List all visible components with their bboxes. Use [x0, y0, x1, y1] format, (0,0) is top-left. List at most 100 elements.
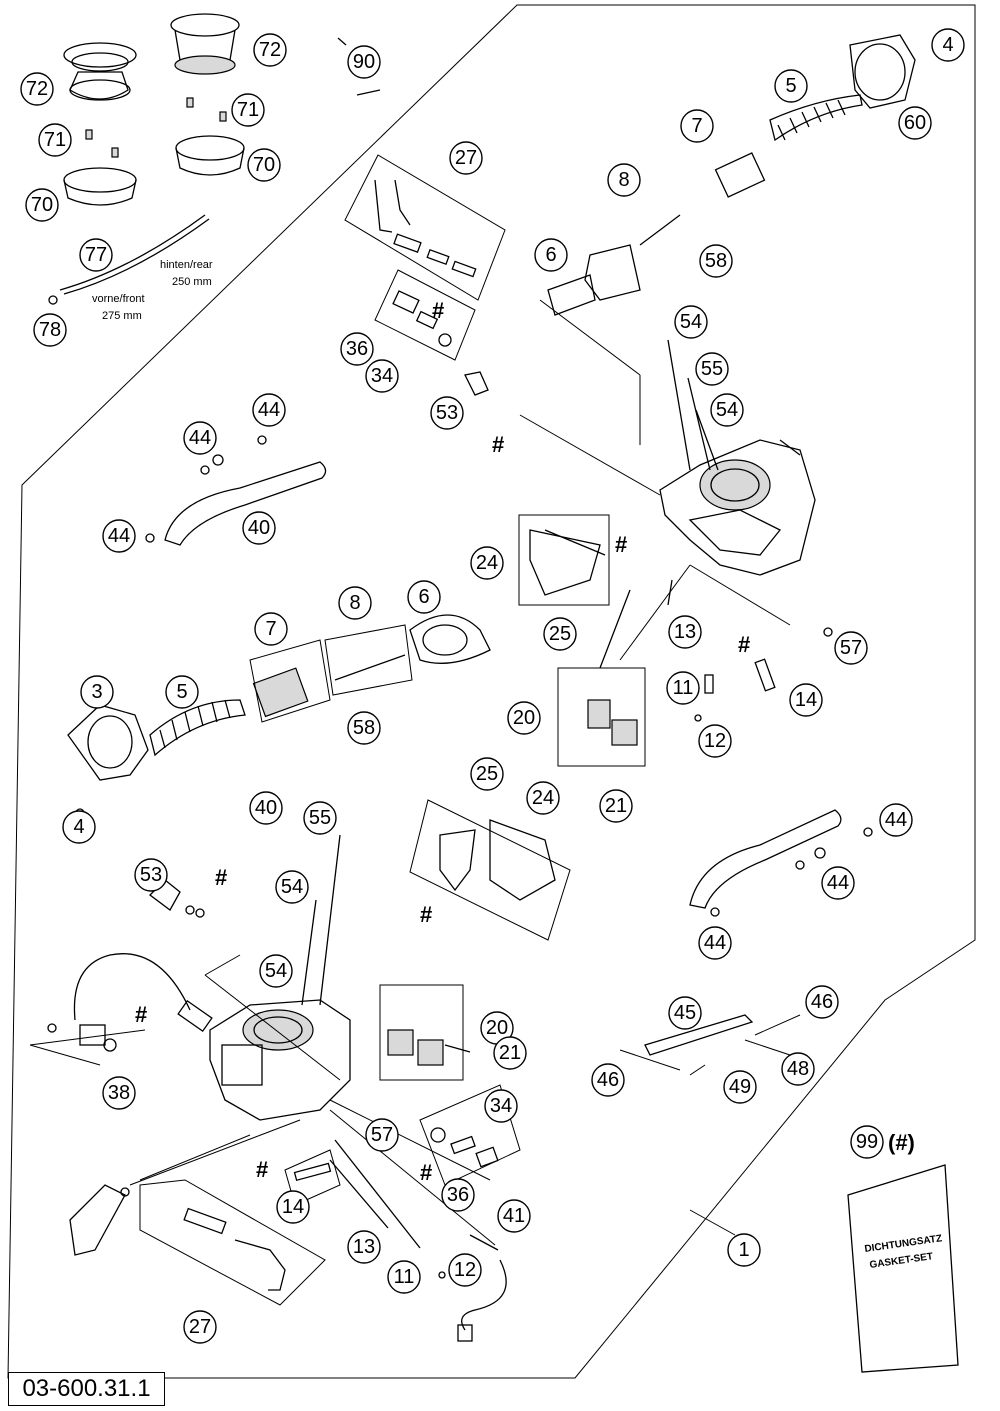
float-bowl-box-lower: [409, 799, 571, 941]
hash-mark: #: [420, 902, 432, 927]
callout-label: 40: [248, 517, 270, 539]
callout-label: 34: [371, 365, 393, 387]
callout-58: 58: [699, 244, 733, 278]
callout-58: 58: [347, 711, 381, 745]
callout-label: 78: [39, 319, 61, 341]
callout-label: 21: [499, 1042, 521, 1064]
callout-71: 71: [38, 123, 72, 157]
callout-45: 45: [668, 996, 702, 1030]
callout-label: 44: [885, 809, 907, 831]
callout-38: 38: [102, 1076, 136, 1110]
callout-13: 13: [668, 615, 702, 649]
callout-6: 6: [534, 238, 568, 272]
callout-57: 57: [834, 631, 868, 665]
callout-99: 99: [850, 1125, 884, 1159]
throttle-arm-lower: [69, 1184, 130, 1256]
callout-label: 7: [265, 618, 276, 640]
callout-label: 54: [265, 960, 287, 982]
document-number: 03-600.31.1: [8, 1372, 165, 1406]
callout-label: 60: [904, 112, 926, 134]
callout-label: 3: [91, 681, 102, 703]
hash-marks: # # # # # # # # #: [135, 298, 750, 1185]
callout-label: 34: [490, 1095, 512, 1117]
callout-label: 20: [486, 1017, 508, 1039]
callout-48: 48: [781, 1052, 815, 1086]
callout-label: 70: [253, 154, 275, 176]
callout-46: 46: [591, 1063, 625, 1097]
callout-27: 27: [183, 1310, 217, 1344]
callout-label: 58: [353, 717, 375, 739]
callout-label: 44: [258, 399, 280, 421]
hose-label-front-length: 275 mm: [102, 310, 142, 322]
callout-72: 72: [253, 33, 287, 67]
gasket-set-line2: GASKET-SET: [869, 1251, 934, 1271]
callout-44: 44: [821, 866, 855, 900]
callout-44: 44: [698, 926, 732, 960]
callout-label: 24: [476, 552, 498, 574]
diaphragm-assembly-upper: [547, 34, 916, 316]
callout-7: 7: [680, 109, 714, 143]
callout-55: 55: [695, 352, 729, 386]
callout-40: 40: [242, 511, 276, 545]
callout-label: 36: [447, 1184, 469, 1206]
callout-label: 55: [701, 358, 723, 380]
callout-label: 14: [795, 689, 817, 711]
callout-label: 21: [605, 795, 627, 817]
callout-label: 46: [811, 991, 833, 1013]
callout-12: 12: [698, 724, 732, 758]
callout-label: 54: [716, 399, 738, 421]
callout-54: 54: [710, 393, 744, 427]
box-34-36-upper: [374, 269, 476, 361]
callout-44: 44: [879, 803, 913, 837]
callout-46: 46: [805, 985, 839, 1019]
hash-mark: #: [215, 865, 227, 890]
callout-70: 70: [25, 188, 59, 222]
callout-57: 57: [365, 1118, 399, 1152]
callout-label: 40: [255, 797, 277, 819]
callout-24: 24: [470, 546, 504, 580]
callout-label: 25: [549, 623, 571, 645]
lever-40-upper: [145, 435, 327, 546]
callout-label: 41: [503, 1205, 525, 1227]
callout-36: 36: [441, 1178, 475, 1212]
callout-label: 8: [349, 592, 360, 614]
callout-90: 90: [347, 45, 381, 79]
callout-4: 4: [62, 810, 96, 844]
callout-21: 21: [599, 789, 633, 823]
callout-7: 7: [254, 612, 288, 646]
callout-54: 54: [275, 870, 309, 904]
hash-mark: #: [615, 532, 627, 557]
callout-34: 34: [484, 1089, 518, 1123]
lever-40-lower: [689, 809, 873, 917]
callout-13: 13: [347, 1230, 381, 1264]
callout-label: 27: [455, 147, 477, 169]
hose-kit-27-upper-box: [344, 154, 506, 301]
callout-8: 8: [338, 586, 372, 620]
callout-49: 49: [723, 1070, 757, 1104]
callout-label: 1: [738, 1239, 749, 1261]
callout-14: 14: [789, 683, 823, 717]
hose-label-rear-length: 250 mm: [172, 276, 212, 288]
callout-5: 5: [165, 675, 199, 709]
callout-14: 14: [276, 1190, 310, 1224]
callout-label: 5: [785, 75, 796, 97]
callout-41: 41: [497, 1199, 531, 1233]
callout-label: 54: [281, 876, 303, 898]
callout-3: 3: [80, 675, 114, 709]
callout-71: 71: [231, 93, 265, 127]
callout-label: 46: [597, 1069, 619, 1091]
diaphragm-assembly-middle: [67, 614, 491, 818]
small-screws: [85, 37, 381, 158]
callout-label: 7: [691, 115, 702, 137]
callout-label: 14: [282, 1196, 304, 1218]
gasket-set-envelope: DICHTUNGSATZ GASKET-SET: [847, 1164, 959, 1373]
callout-40: 40: [249, 791, 283, 825]
callout-53: 53: [134, 858, 168, 892]
callout-label: 48: [787, 1058, 809, 1080]
hash-mark: #: [432, 298, 444, 323]
float-box-20-lower: [379, 984, 471, 1081]
callout-label: 25: [476, 763, 498, 785]
callout-20: 20: [480, 1011, 514, 1045]
callout-70: 70: [247, 148, 281, 182]
